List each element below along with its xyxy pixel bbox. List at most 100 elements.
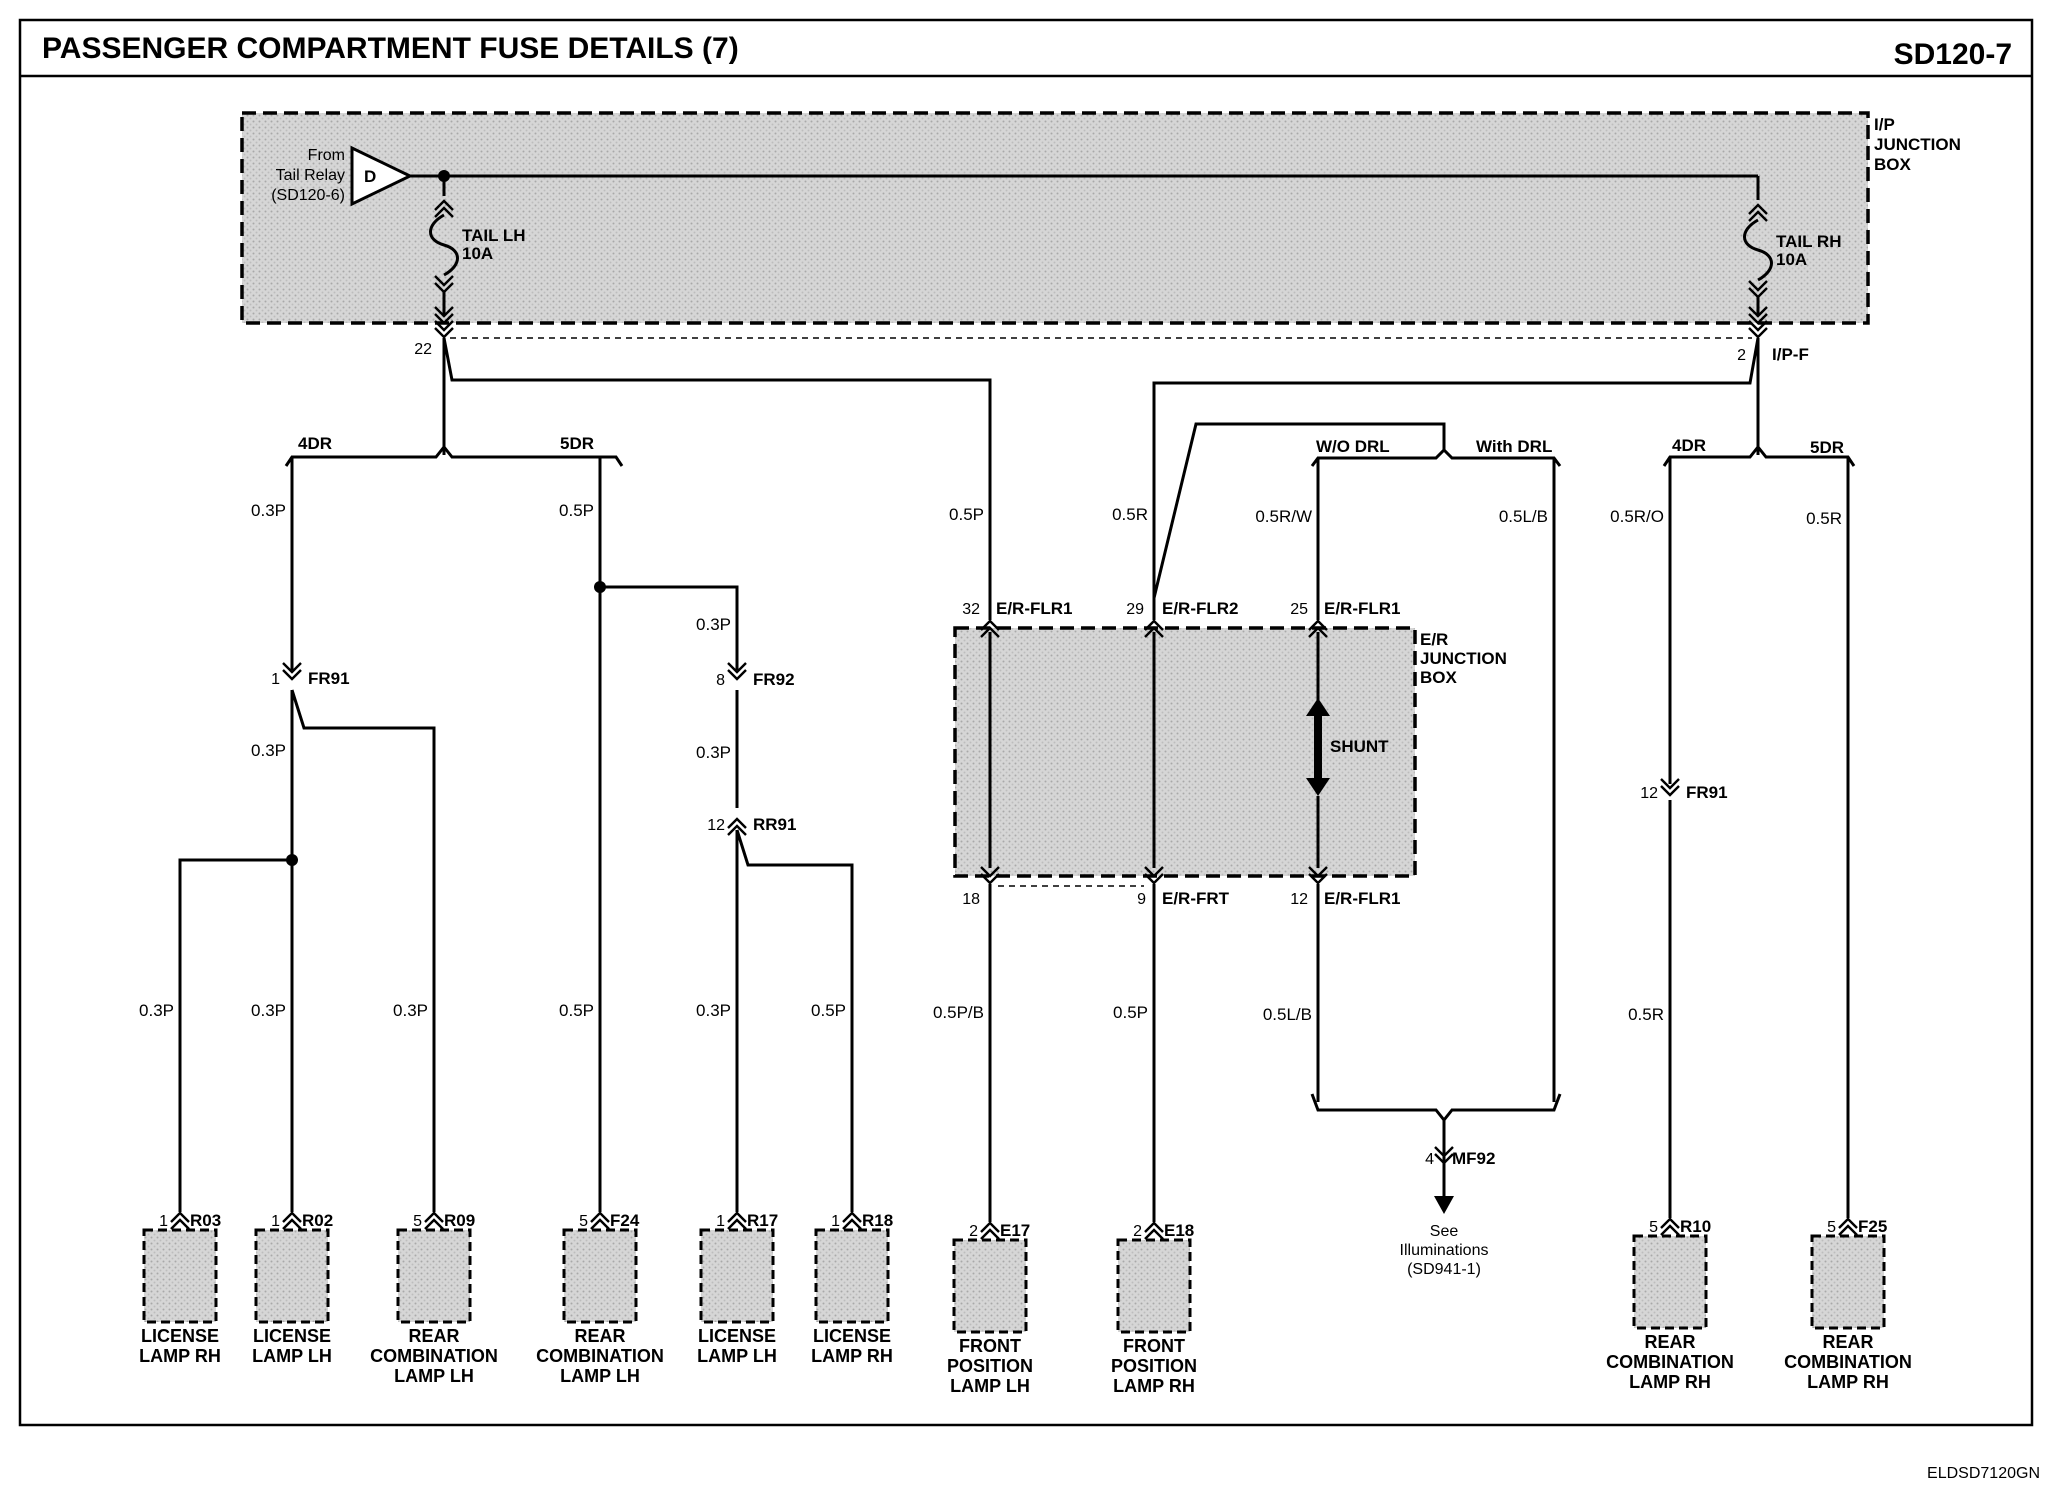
shunt: SHUNT [1306,698,1389,796]
svg-text:REAR: REAR [1644,1332,1695,1352]
branch-wo-drl: W/O DRL [1316,437,1390,456]
svg-text:0.3P: 0.3P [251,741,286,760]
svg-text:POSITION: POSITION [947,1356,1033,1376]
svg-text:1: 1 [831,1213,840,1230]
svg-text:LAMP RH: LAMP RH [811,1346,893,1366]
svg-text:COMBINATION: COMBINATION [1784,1352,1912,1372]
svg-text:E/R-FLR1: E/R-FLR1 [996,599,1073,618]
svg-text:REAR: REAR [1822,1332,1873,1352]
svg-text:R09: R09 [444,1211,475,1230]
svg-text:LICENSE: LICENSE [813,1326,891,1346]
svg-text:5: 5 [413,1213,422,1230]
svg-text:4: 4 [1425,1151,1434,1168]
svg-text:12: 12 [1290,891,1308,908]
svg-text:FRONT: FRONT [959,1336,1021,1356]
svg-text:0.5R/O: 0.5R/O [1610,507,1664,526]
diagram-code: SD120-7 [1894,38,2012,71]
svg-text:LICENSE: LICENSE [698,1326,776,1346]
svg-text:I/P-F: I/P-F [1772,345,1809,364]
svg-text:1: 1 [159,1213,168,1230]
svg-text:LAMP LH: LAMP LH [950,1376,1030,1396]
svg-text:10A: 10A [462,244,493,263]
svg-text:0.5R/W: 0.5R/W [1255,507,1312,526]
svg-text:F25: F25 [1858,1217,1887,1236]
branch-5dr-left: 5DR [560,434,594,453]
branch-with-drl: With DRL [1476,437,1552,456]
svg-text:5: 5 [579,1213,588,1230]
svg-text:R02: R02 [302,1211,333,1230]
svg-text:(SD941-1): (SD941-1) [1407,1261,1481,1278]
svg-text:8: 8 [716,672,725,689]
svg-text:0.5P/B: 0.5P/B [933,1003,984,1022]
svg-text:Illuminations: Illuminations [1400,1242,1489,1259]
svg-text:LAMP LH: LAMP LH [697,1346,777,1366]
svg-text:R03: R03 [190,1211,221,1230]
svg-text:5: 5 [1649,1219,1658,1236]
svg-text:LAMP RH: LAMP RH [139,1346,221,1366]
branch-5dr-right: 5DR [1810,438,1844,457]
svg-text:1: 1 [271,671,280,688]
svg-text:REAR: REAR [574,1326,625,1346]
svg-text:0.5R: 0.5R [1806,509,1842,528]
svg-text:E17: E17 [1000,1221,1030,1240]
svg-text:MF92: MF92 [1452,1149,1495,1168]
svg-text:18: 18 [962,891,980,908]
svg-text:POSITION: POSITION [1111,1356,1197,1376]
svg-text:29: 29 [1126,601,1144,618]
svg-text:D: D [364,167,376,186]
svg-text:LAMP LH: LAMP LH [394,1366,474,1386]
svg-text:5: 5 [1827,1219,1836,1236]
svg-text:E/R-FLR1: E/R-FLR1 [1324,889,1401,908]
svg-text:0.3P: 0.3P [696,1001,731,1020]
svg-text:LAMP RH: LAMP RH [1629,1372,1711,1392]
svg-text:FR91: FR91 [1686,783,1728,802]
svg-text:COMBINATION: COMBINATION [536,1346,664,1366]
svg-text:0.5P: 0.5P [811,1001,846,1020]
svg-text:2: 2 [1133,1223,1142,1240]
svg-text:BOX: BOX [1874,155,1912,174]
svg-text:0.3P: 0.3P [251,1001,286,1020]
svg-text:0.3P: 0.3P [139,1001,174,1020]
svg-text:I/P: I/P [1874,115,1895,134]
page-frame [18,18,2034,1427]
svg-text:2: 2 [1737,347,1746,364]
svg-text:R10: R10 [1680,1217,1711,1236]
svg-text:E/R: E/R [1420,630,1448,649]
svg-text:0.5R: 0.5R [1628,1005,1664,1024]
svg-text:12: 12 [707,817,725,834]
svg-text:LAMP RH: LAMP RH [1807,1372,1889,1392]
svg-text:32: 32 [962,601,980,618]
svg-text:10A: 10A [1776,250,1807,269]
svg-text:BOX: BOX [1420,668,1458,687]
svg-text:0.5R: 0.5R [1112,505,1148,524]
svg-text:SHUNT: SHUNT [1330,737,1389,756]
svg-text:0.3P: 0.3P [251,501,286,520]
svg-text:(SD120-6): (SD120-6) [271,187,345,204]
fuse-tail-rh: TAIL RH 10A [1743,203,1841,325]
svg-text:JUNCTION: JUNCTION [1874,135,1961,154]
svg-text:FRONT: FRONT [1123,1336,1185,1356]
svg-text:E18: E18 [1164,1221,1194,1240]
svg-text:RR91: RR91 [753,815,796,834]
svg-text:0.3P: 0.3P [696,743,731,762]
svg-text:JUNCTION: JUNCTION [1420,649,1507,668]
svg-text:R17: R17 [747,1211,778,1230]
svg-text:TAIL LH: TAIL LH [462,226,526,245]
svg-text:Tail Relay: Tail Relay [276,167,345,184]
svg-text:0.3P: 0.3P [696,615,731,634]
svg-text:E/R-FLR1: E/R-FLR1 [1324,599,1401,618]
see-reference: See [1430,1223,1459,1240]
svg-text:REAR: REAR [408,1326,459,1346]
svg-text:2: 2 [969,1223,978,1240]
svg-text:F24: F24 [610,1211,640,1230]
ip-junction-box: I/P JUNCTION BOX [240,111,1961,325]
svg-text:0.5L/B: 0.5L/B [1263,1005,1312,1024]
branch-4dr-left: 4DR [298,434,332,453]
